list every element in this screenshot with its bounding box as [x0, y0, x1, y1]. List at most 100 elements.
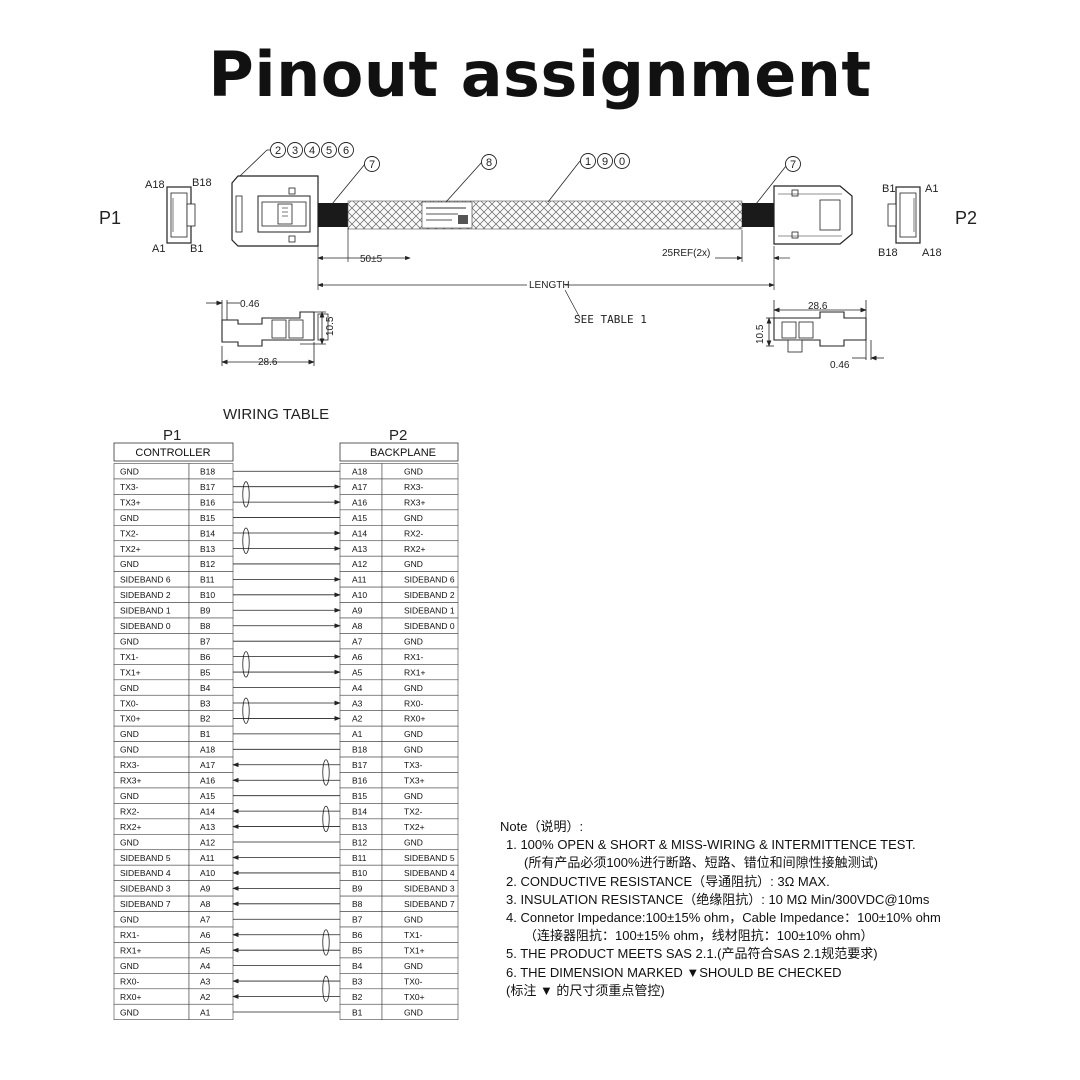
p2-pin: A15 — [352, 513, 367, 523]
notes-block: Note（说明）: 1. 100% OPEN & SHORT & MISS-WI… — [500, 818, 1060, 1000]
p2-pin: B10 — [352, 868, 367, 878]
p2-end-view: B1 A1 B18 A18 P2 — [878, 183, 977, 259]
notes-heading: Note（说明）: — [500, 819, 584, 834]
balloon-number: 4 — [309, 145, 315, 157]
p1-pin: B6 — [200, 652, 211, 662]
dim-25ref: 25REF(2x) — [662, 248, 710, 259]
balloon-right-7: 7 — [790, 159, 796, 171]
left-detail-view: 0.46 10.5 28.6 — [206, 299, 336, 368]
right-detail-view: 28.6 10.5 0.46 — [755, 300, 884, 371]
p1-pin: A1 — [200, 1007, 211, 1017]
p2-pin: A14 — [352, 528, 367, 538]
balloon-number: 5 — [326, 145, 332, 157]
p2-pin: A7 — [352, 636, 363, 646]
balloon-mid-8: 8 — [486, 157, 492, 169]
p2-pin: B9 — [352, 884, 363, 894]
p1-pin: A11 — [200, 853, 215, 863]
balloon-circle — [580, 153, 596, 169]
left-dim-286: 28.6 — [258, 357, 278, 368]
p1-signal: RX0+ — [120, 992, 142, 1002]
p2-pin: B12 — [352, 837, 367, 847]
balloon-number: 6 — [343, 145, 349, 157]
p1-signal: SIDEBAND 1 — [120, 606, 171, 616]
p2-signal: SIDEBAND 0 — [404, 621, 455, 631]
p2-signal: GND — [404, 1007, 423, 1017]
twisted-pair-marker — [242, 481, 250, 508]
balloon-circle — [304, 142, 320, 158]
p1-signal: GND — [120, 791, 139, 801]
p2-signal: RX3+ — [404, 497, 426, 507]
p1-signal: SIDEBAND 5 — [120, 853, 171, 863]
p2-signal: TX2+ — [404, 822, 425, 832]
p2-pin-top-right: A1 — [925, 183, 938, 195]
p2-signal: TX3+ — [404, 776, 425, 786]
p2-signal: SIDEBAND 2 — [404, 590, 455, 600]
p1-signal: GND — [120, 837, 139, 847]
p2-pin: A9 — [352, 606, 363, 616]
p1-label: P1 — [99, 208, 121, 228]
left-dim-105: 10.5 — [325, 316, 336, 336]
p2-pin: B11 — [352, 853, 367, 863]
p2-pin: A17 — [352, 482, 367, 492]
dimensions — [317, 228, 790, 319]
p1-signal: SIDEBAND 4 — [120, 868, 171, 878]
p2-pin: A11 — [352, 575, 367, 585]
p1-pin: A16 — [200, 776, 215, 786]
dim-length: LENGTH — [529, 280, 570, 291]
p2-signal: TX1- — [404, 930, 423, 940]
p1-signal: SIDEBAND 2 — [120, 590, 171, 600]
twisted-pair-marker — [322, 805, 330, 832]
p1-pin: B7 — [200, 636, 211, 646]
p2-signal: RX2+ — [404, 544, 426, 554]
p1-pin: B5 — [200, 667, 211, 677]
p1-pin: A5 — [200, 945, 211, 955]
p2-signal: TX0- — [404, 976, 423, 986]
p1-pin: A9 — [200, 884, 211, 894]
p2-signal: TX0+ — [404, 992, 425, 1002]
p1-pin: B11 — [200, 575, 215, 585]
note-4: 4. Connetor Impedance:100±15% ohm，Cable … — [506, 910, 941, 926]
p2-pin-bottom-right: A18 — [922, 247, 942, 259]
p2-signal: GND — [404, 961, 423, 971]
right-dim-105: 10.5 — [755, 324, 766, 344]
p1-pin: A12 — [200, 837, 215, 847]
p2-pin: A18 — [352, 467, 367, 477]
p1-pin: B17 — [200, 482, 215, 492]
p2-signal: SIDEBAND 4 — [404, 868, 455, 878]
p2-signal: GND — [404, 837, 423, 847]
p2-signal: GND — [404, 915, 423, 925]
p2-pin: B7 — [352, 915, 363, 925]
p1-pin: B8 — [200, 621, 211, 631]
twisted-pair-marker — [322, 929, 330, 956]
twisted-pair-marker — [242, 697, 250, 724]
twisted-pair-marker — [322, 759, 330, 786]
p1-pin: B16 — [200, 497, 215, 507]
p2-pin-top-left: B1 — [882, 183, 895, 195]
balloon-left-7: 7 — [369, 159, 375, 171]
balloon-number: 9 — [602, 156, 608, 168]
note-1-cn: (所有产品必须100%进行断路、短路、错位和间隙性接触测试) — [524, 855, 878, 871]
balloon-number: 3 — [292, 145, 298, 157]
twisted-pair-marker — [242, 651, 250, 678]
p1-pin: A3 — [200, 976, 211, 986]
p2-signal: TX3- — [404, 760, 423, 770]
p2-pin: A6 — [352, 652, 363, 662]
p2-pin: B13 — [352, 822, 367, 832]
p1-pin: A13 — [200, 822, 215, 832]
balloon-circle — [597, 153, 613, 169]
